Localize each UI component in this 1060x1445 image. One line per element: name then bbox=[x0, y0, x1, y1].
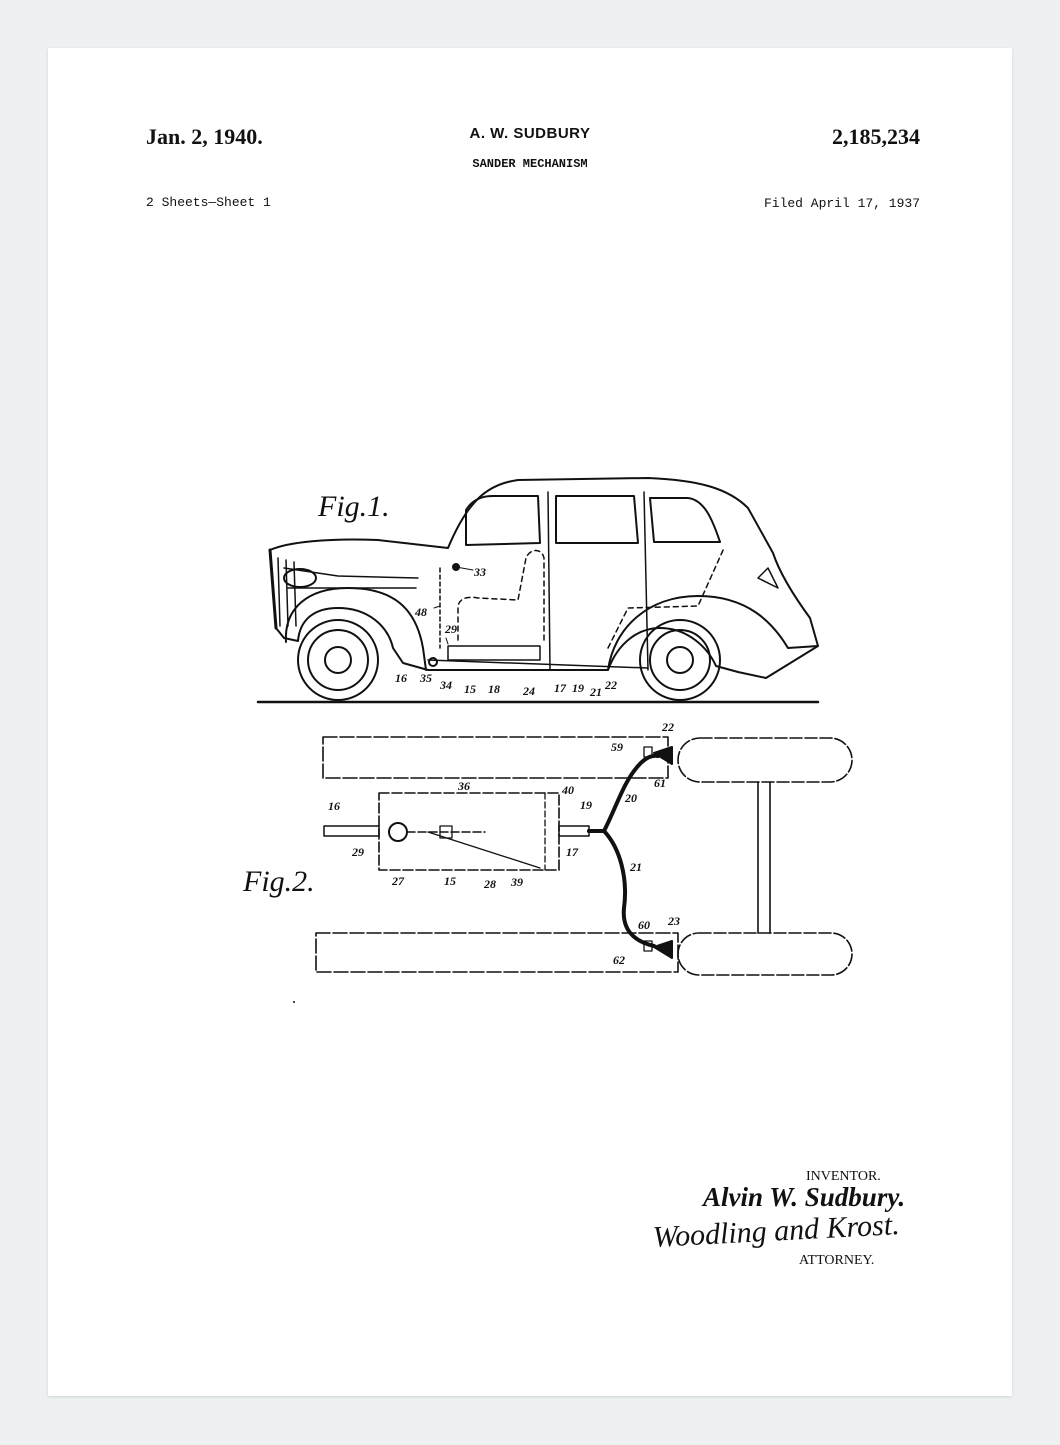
ref-label: 48 bbox=[414, 605, 427, 619]
patent-drawing: Fig.1. Fig.2. 33 48 29 16 35 34 15 18 24… bbox=[242, 477, 853, 1003]
inventor-signature: Alvin W. Sudbury. bbox=[703, 1182, 906, 1212]
ref-label: 19 bbox=[572, 681, 584, 695]
ref-label: 61 bbox=[654, 776, 666, 790]
ref-label: 24 bbox=[522, 684, 535, 698]
ref-label: 59 bbox=[611, 740, 623, 754]
ref-label: 22 bbox=[661, 720, 674, 734]
ref-label: 16 bbox=[395, 671, 407, 685]
ref-label: 22 bbox=[604, 678, 617, 692]
ref-label: 27 bbox=[391, 874, 405, 888]
ref-label: 36 bbox=[457, 779, 470, 793]
ref-label: 28 bbox=[483, 877, 496, 891]
ref-label: 62 bbox=[613, 953, 625, 967]
fig1-labels: 33 48 29 16 35 34 15 18 24 17 19 21 22 bbox=[395, 565, 617, 699]
patent-title: SANDER MECHANISM bbox=[472, 157, 588, 171]
fig1-car-drawing bbox=[256, 477, 820, 704]
patent-sheet: Jan. 2, 1940. A. W. SUDBURY SANDER MECHA… bbox=[48, 48, 1012, 1396]
attorney-label: ATTORNEY. bbox=[799, 1253, 875, 1268]
ref-label: 17 bbox=[554, 681, 567, 695]
patent-number: 2,185,234 bbox=[832, 124, 920, 149]
ref-label: 19 bbox=[580, 798, 592, 812]
ref-label: 23 bbox=[667, 914, 680, 928]
ref-label: 16 bbox=[328, 799, 340, 813]
fig2-title: Fig.2. bbox=[242, 865, 315, 898]
ref-label: 21 bbox=[629, 860, 642, 874]
fig1-title: Fig.1. bbox=[317, 490, 390, 523]
ref-label: 33 bbox=[473, 565, 486, 579]
fig2-labels: 22 59 61 20 36 40 19 16 29 17 27 15 28 3… bbox=[328, 720, 680, 967]
ref-label: 15 bbox=[464, 682, 476, 696]
inventor-label: INVENTOR. bbox=[806, 1169, 881, 1184]
sheet-count: 2 Sheets—Sheet 1 bbox=[146, 195, 271, 210]
ref-label: 18 bbox=[488, 682, 500, 696]
inventor-header: A. W. SUDBURY bbox=[469, 125, 591, 142]
ref-label: 34 bbox=[439, 678, 452, 692]
ref-label: 17 bbox=[566, 845, 579, 859]
ref-label: 40 bbox=[561, 783, 574, 797]
ref-label: 29 bbox=[351, 845, 364, 859]
fig2-plan-drawing bbox=[315, 736, 853, 976]
ref-label: 39 bbox=[510, 875, 523, 889]
ref-label: 21 bbox=[589, 685, 602, 699]
ref-label: 20 bbox=[624, 791, 637, 805]
ref-label: 29 bbox=[444, 622, 457, 636]
ref-label: 15 bbox=[444, 874, 456, 888]
ref-label: 60 bbox=[638, 918, 650, 932]
ref-label: 35 bbox=[419, 671, 432, 685]
filed-date: Filed April 17, 1937 bbox=[763, 196, 920, 211]
patent-date: Jan. 2, 1940. bbox=[146, 124, 263, 149]
